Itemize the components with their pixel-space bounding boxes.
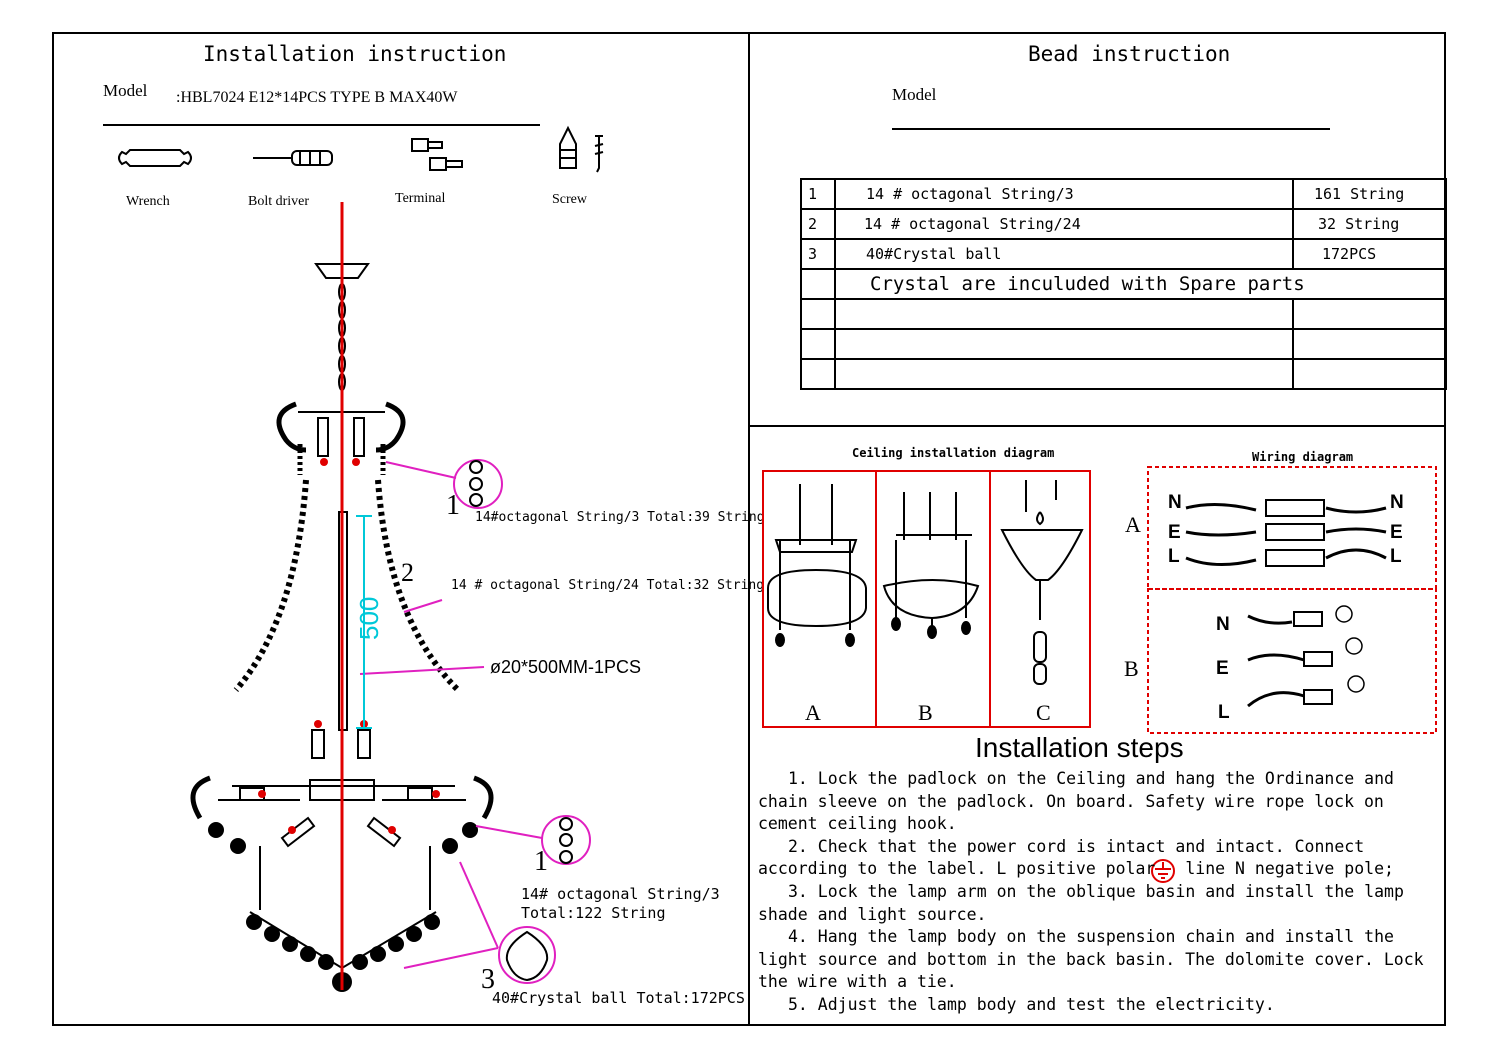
ceiling-diagram-title: Ceiling installation diagram <box>852 446 1055 460</box>
wire-label-l-a: L <box>1168 546 1180 567</box>
step-2-text: 2. Check that the power cord is intact a… <box>758 836 1365 879</box>
table-row: 3 40#Crystal ball 172PCS <box>800 238 1447 270</box>
model-label: Model <box>103 81 148 100</box>
table-cell-item: 14 # octagonal String/24 <box>834 208 1294 240</box>
wiring-diagram-title: Wiring diagram <box>1252 450 1354 464</box>
table-cell-no: 2 <box>800 208 836 240</box>
table-row: 2 14 # octagonal String/24 32 String <box>800 208 1447 240</box>
table-cell-qty: 161 String <box>1292 178 1447 210</box>
callout-label-1-bottom-line1: 14# octagonal String/3 <box>521 885 720 903</box>
table-cell-no: 3 <box>800 238 836 270</box>
callout-label-2: 14 # octagonal String/24 Total:32 String <box>451 578 765 593</box>
wire-label-e-a: E <box>1168 522 1181 543</box>
step-1: 1. Lock the padlock on the Ceiling and h… <box>758 769 1394 834</box>
table-row: Crystal are inculuded with Spare parts <box>800 268 1447 300</box>
wire-label-e-b: E <box>1216 658 1229 679</box>
tool-label-bolt-driver: Bolt driver <box>248 194 310 209</box>
wire-label-e-a-right: E <box>1390 522 1403 543</box>
steps-title: Installation steps <box>975 732 1184 763</box>
step-2: 2. Check that the power cord is intact a… <box>758 836 1438 881</box>
wire-label-l-b: L <box>1218 702 1230 723</box>
bead-table: 1 14 # octagonal String/3 161 String 2 1… <box>800 178 1447 390</box>
step-5: 5. Adjust the lamp body and test the ele… <box>788 994 1275 1014</box>
model-underline <box>103 124 540 126</box>
table-cell-note: Crystal are inculuded with Spare parts <box>834 268 1447 300</box>
table-cell-no: 1 <box>800 178 836 210</box>
right-divider <box>750 425 1446 427</box>
callout-label-3: 40#Crystal ball Total:172PCS <box>492 989 745 1007</box>
callout-label-1-top: 14#octagonal String/3 Total:39 String <box>475 510 765 525</box>
table-row <box>800 358 1447 390</box>
table-cell-no <box>800 268 836 300</box>
wire-label-l-a-right: L <box>1390 546 1402 567</box>
callout-number-3: 3 <box>481 964 495 995</box>
table-row <box>800 298 1447 330</box>
rod-dimension-value: 500 <box>354 596 384 640</box>
wiring-row-a: A <box>1125 512 1141 537</box>
table-cell-item: 40#Crystal ball <box>834 238 1294 270</box>
wire-label-n-a: N <box>1168 492 1182 513</box>
table-cell-qty: 32 String <box>1292 208 1447 240</box>
center-divider <box>748 32 750 1026</box>
step-4: 4. Hang the lamp body on the suspension … <box>758 927 1424 992</box>
callout-number-1-bottom: 1 <box>534 846 548 877</box>
callout-number-1-top: 1 <box>446 490 460 521</box>
ceiling-label-a: A <box>805 700 821 725</box>
tool-label-terminal: Terminal <box>395 191 446 206</box>
wire-label-n-b: N <box>1216 614 1230 635</box>
bead-title: Bead instruction <box>1028 42 1231 66</box>
bead-model-underline <box>892 128 1330 130</box>
table-cell-qty: 172PCS <box>1292 238 1447 270</box>
wire-label-n-a-right: N <box>1390 492 1404 513</box>
model-value: :HBL7024 E12*14PCS TYPE B MAX40W <box>176 89 458 106</box>
ceiling-label-c: C <box>1036 700 1051 725</box>
table-cell-item: 14 # octagonal String/3 <box>834 178 1294 210</box>
tool-label-wrench: Wrench <box>126 194 170 209</box>
tool-label-screw: Screw <box>552 192 587 207</box>
table-row: 1 14 # octagonal String/3 161 String <box>800 178 1447 210</box>
bead-model-label: Model <box>892 85 937 104</box>
ceiling-label-b: B <box>918 700 933 725</box>
step-3: 3. Lock the lamp arm on the oblique basi… <box>758 881 1404 924</box>
rod-label: ø20*500MM-1PCS <box>490 657 642 677</box>
callout-label-1-bottom-line2: Total:122 String <box>521 904 666 922</box>
installation-title: Installation instruction <box>203 42 507 66</box>
installation-steps: 1. Lock the padlock on the Ceiling and h… <box>758 768 1438 1017</box>
step-2-text-end: line N negative pole; <box>1185 859 1394 879</box>
callout-number-2: 2 <box>401 558 414 587</box>
wiring-row-b: B <box>1124 656 1139 681</box>
table-row <box>800 328 1447 360</box>
